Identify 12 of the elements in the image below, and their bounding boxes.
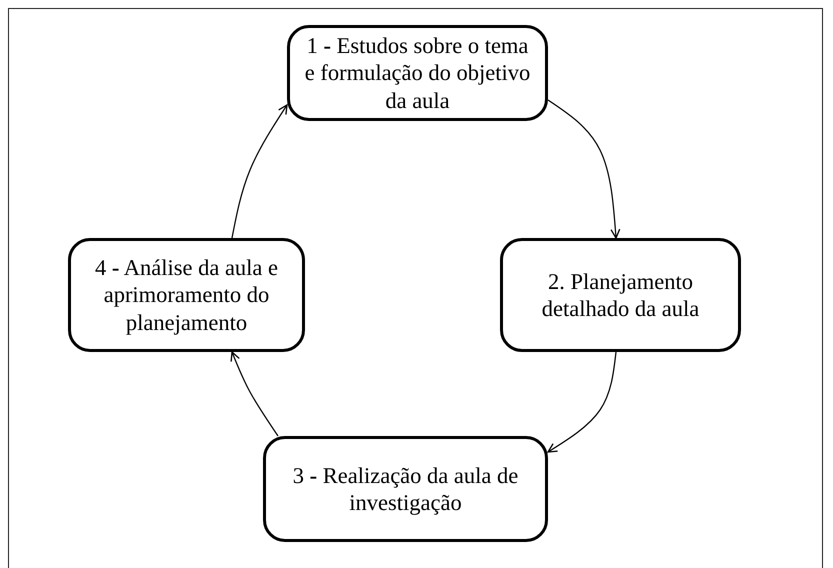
- step-box: [68, 238, 305, 352]
- step-text: 1 - Estudos sobre o tema e formulação do objetivo da aula: [304, 32, 532, 114]
- step-text: 4 - Análise da aula e aprimoramento do planejamento: [94, 254, 280, 336]
- step-box: [500, 238, 741, 352]
- step-text: 2. Planejamento detalhado da aula: [540, 268, 700, 322]
- step-text: 3 - Realização da aula de investigação: [292, 462, 520, 516]
- arrow: [231, 104, 288, 238]
- step-box: [287, 25, 548, 121]
- arrow: [548, 100, 620, 239]
- arrow: [547, 352, 617, 453]
- step-box: [263, 436, 548, 542]
- arrow: [230, 351, 278, 436]
